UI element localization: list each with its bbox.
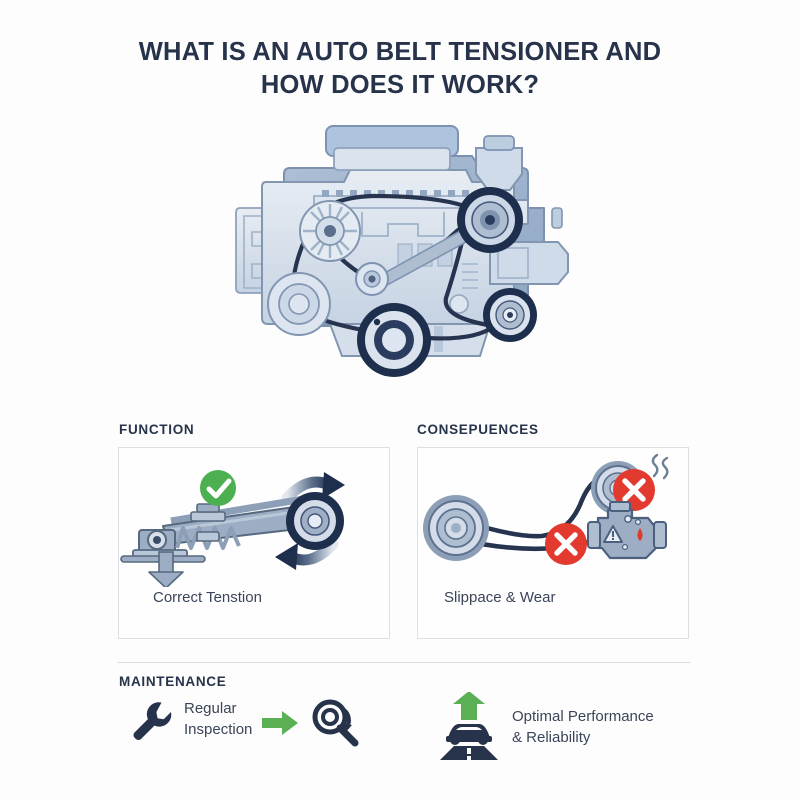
belt-tensioner-icon xyxy=(120,470,345,589)
left-pulley xyxy=(423,495,489,561)
maintenance-row: Regular Inspection xyxy=(118,692,698,772)
maintenance-item-inspection-check[interactable] xyxy=(308,696,362,750)
green-arrow-right-icon xyxy=(262,711,298,735)
card-consequences[interactable]: Slippace & Wear xyxy=(417,447,689,639)
red-x-badge-top xyxy=(613,469,655,511)
tensioner-pulley xyxy=(286,492,344,550)
card-function[interactable]: Correct Tenstion xyxy=(118,447,390,639)
green-check-badge xyxy=(200,470,236,506)
engine-lower-idler-pulley xyxy=(267,272,331,336)
engine-ac-pulley xyxy=(483,288,537,342)
page-title: WHAT IS AN AUTO BELT TENSIONER AND HOW D… xyxy=(0,36,800,102)
section-label-consequences: CONSEPUENCES xyxy=(417,422,539,437)
engine-alternator-pulley xyxy=(457,187,523,253)
loose-belt-icon xyxy=(423,453,669,565)
page-title-line-1: WHAT IS AN AUTO BELT TENSIONER AND xyxy=(138,38,662,66)
engine-crank-pulley xyxy=(357,303,431,377)
page-title-line-2: HOW DOES IT WORK? xyxy=(260,71,540,99)
red-x-badge-middle xyxy=(545,523,587,565)
engine-illustration xyxy=(222,112,582,387)
wrench-icon xyxy=(133,702,172,741)
card-function-caption: Correct Tenstion xyxy=(153,589,262,606)
card-consequences-caption: Slippace & Wear xyxy=(444,589,556,606)
maintenance-label-inspection: Regular Inspection xyxy=(184,700,253,738)
engine-icon xyxy=(235,125,569,377)
maintenance-item-optimal-performance[interactable]: Optimal Performance & Reliability xyxy=(436,692,654,762)
section-divider xyxy=(118,662,690,663)
check-engine-warning-icon xyxy=(587,453,669,560)
section-label-maintenance: MAINTENANCE xyxy=(119,674,227,689)
engine-idler-pulley xyxy=(355,262,389,296)
section-label-function: FUNCTION xyxy=(119,422,195,437)
maintenance-item-regular-inspection[interactable]: Regular Inspection xyxy=(128,696,252,742)
maintenance-flow-arrow xyxy=(260,709,300,737)
car-on-road-up-arrow-icon xyxy=(440,692,498,760)
force-down-arrow-icon xyxy=(148,551,184,589)
belt-slippage-wear-illustration xyxy=(418,452,690,587)
engine-cam-pulley xyxy=(299,200,361,262)
tensioner-correct-tension-illustration xyxy=(119,452,391,589)
maintenance-label-outcome: Optimal Performance & Reliability xyxy=(512,708,654,746)
magnifier-recheck-icon xyxy=(312,699,359,747)
